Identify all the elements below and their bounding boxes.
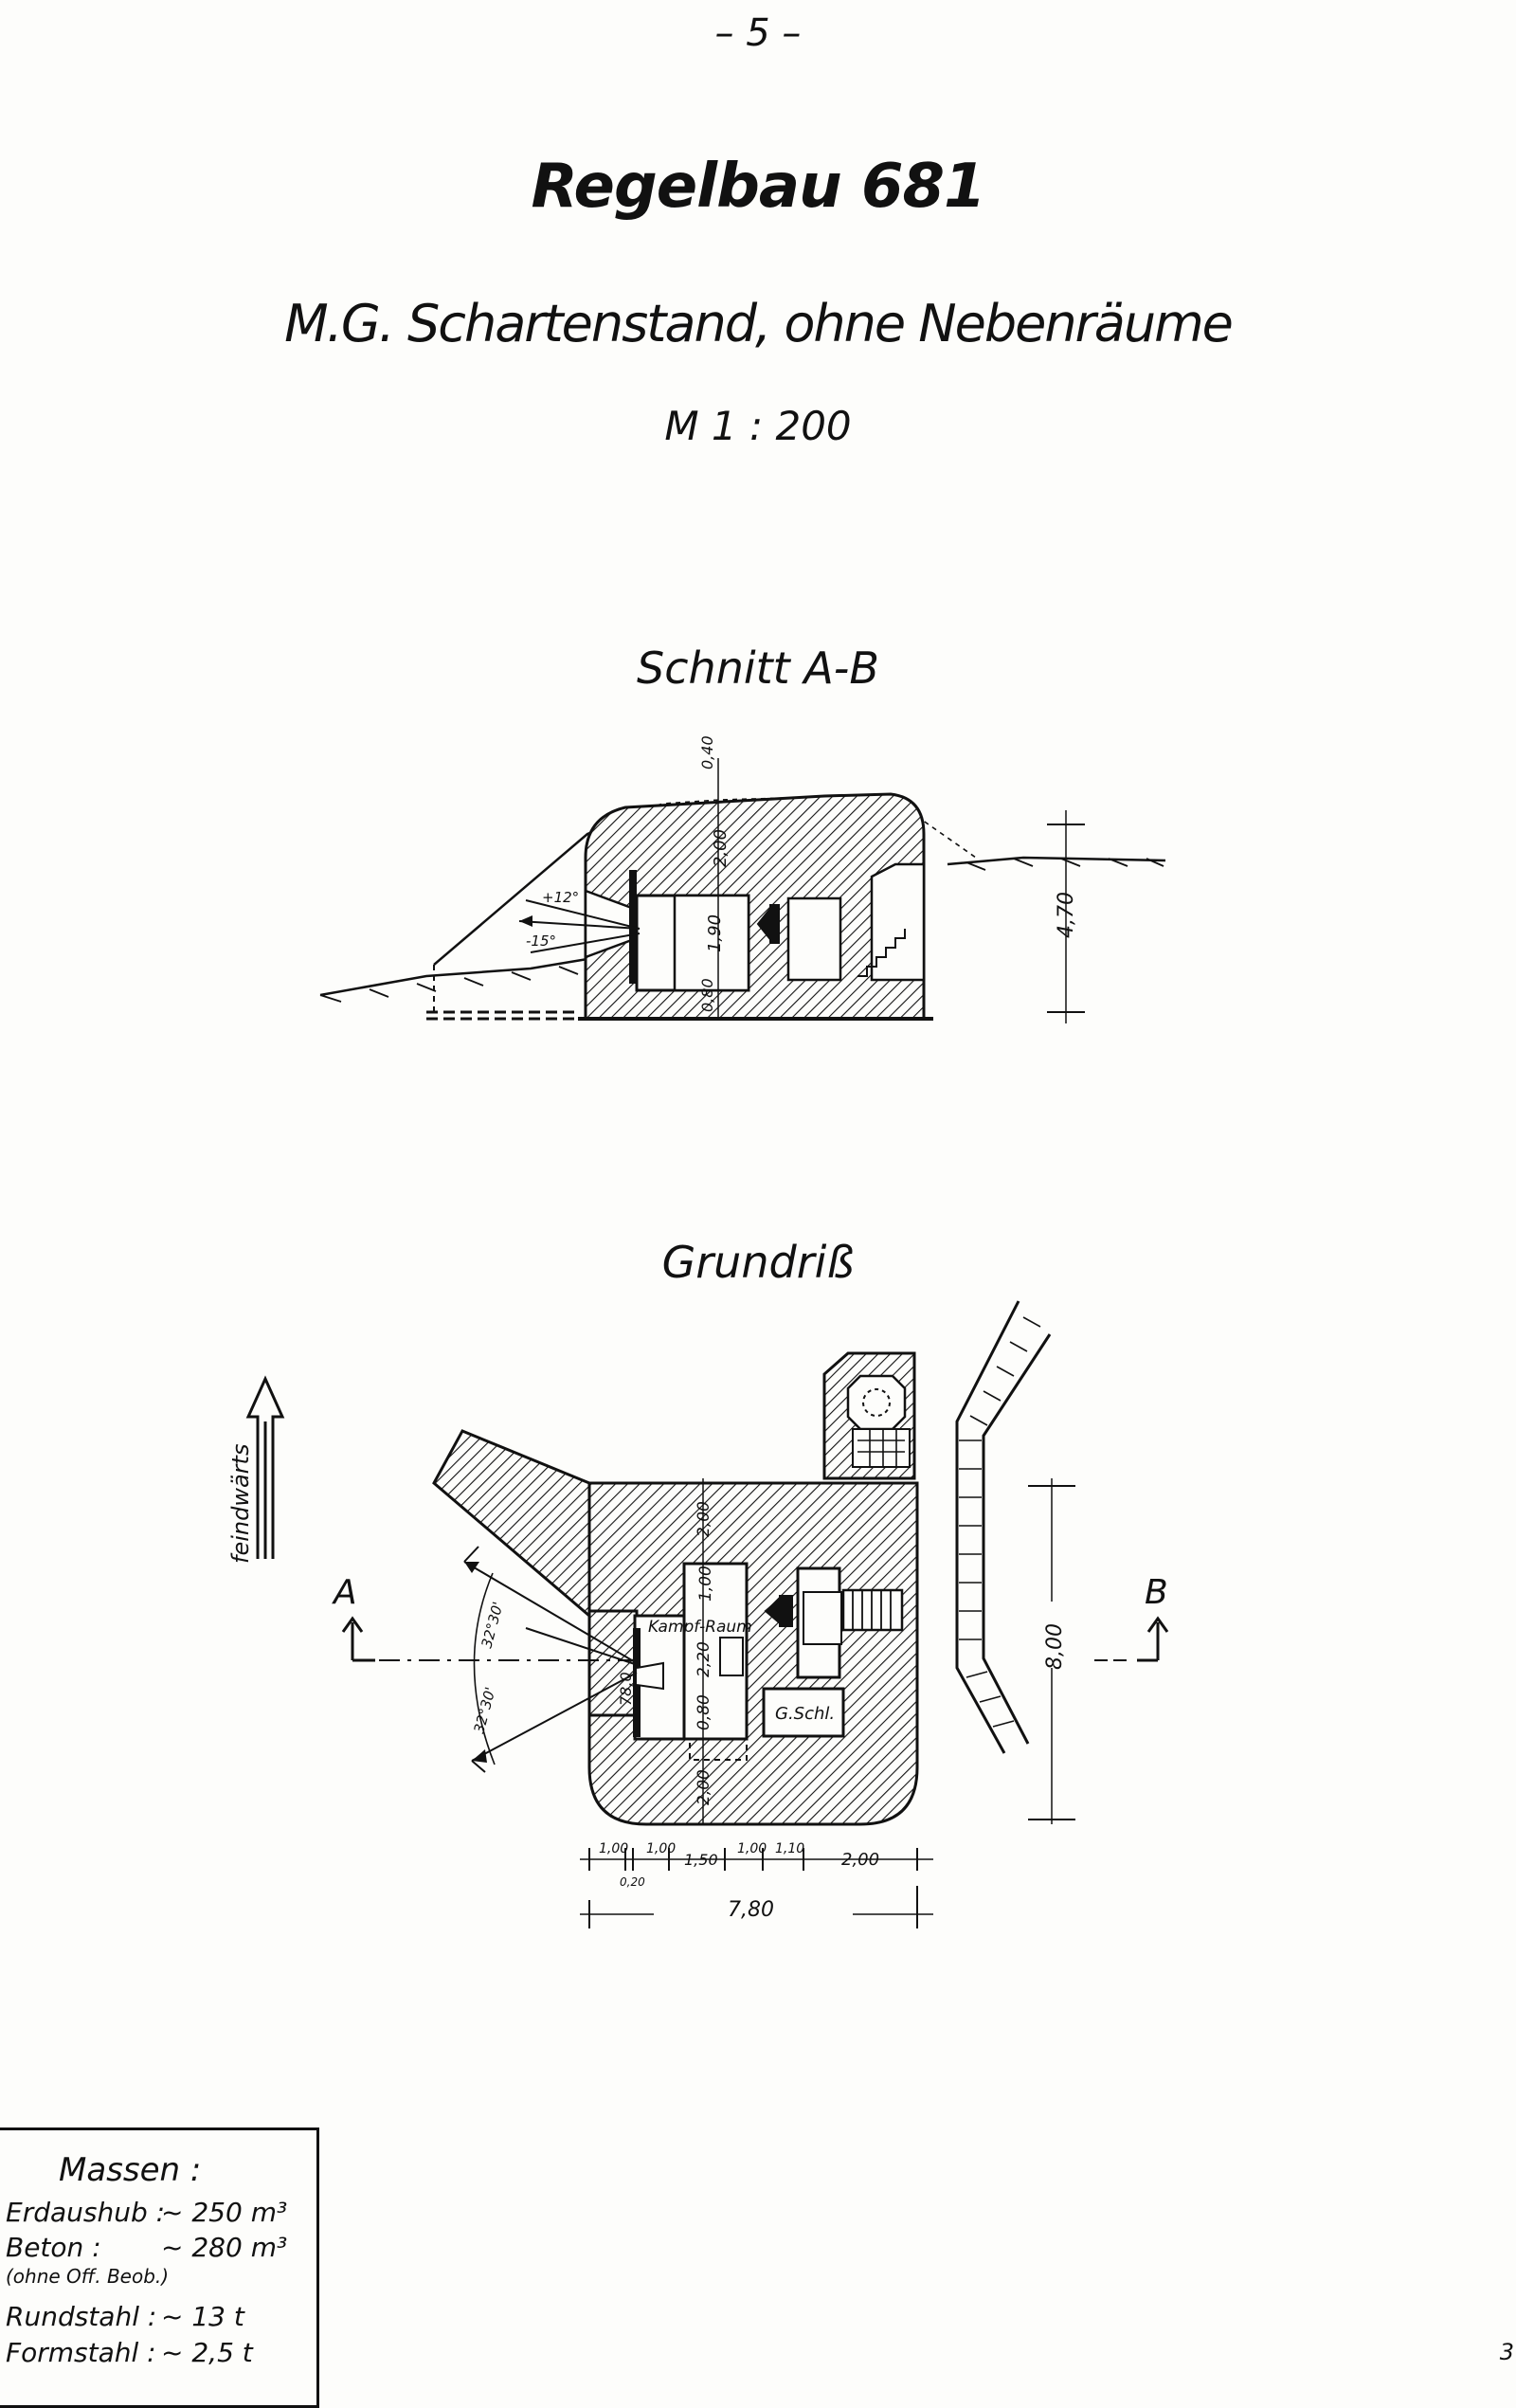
angle-up-label: +12° [542, 889, 579, 906]
masses-label: Erdaushub : [6, 2197, 166, 2228]
wing-wall [432, 1429, 591, 1620]
depth-label: 8,00 [1043, 1623, 1067, 1670]
masses-label: Beton : [6, 2232, 101, 2263]
scale-label: M 1 : 200 [664, 403, 852, 449]
dim-floor-label: 0,80 [698, 978, 716, 1012]
dim-h-5: 1,00 [737, 1841, 767, 1856]
masses-title: Massen : [59, 2151, 202, 2189]
masses-value: ~ 13 t [161, 2301, 244, 2332]
direction-label: feindwärts [227, 1444, 254, 1564]
marker-a-label: A [332, 1573, 357, 1612]
dim-h-4: 1,50 [684, 1851, 718, 1869]
entrance-stair [870, 862, 926, 982]
opening-label: 78,0 [617, 1672, 635, 1706]
masses-value: ~ 250 m³ [161, 2197, 288, 2228]
masses-value: ~ 280 m³ [161, 2232, 288, 2263]
fire-angle-arrows [518, 899, 641, 953]
masses-value: ~ 2,5 t [161, 2337, 253, 2368]
gas-lock-room [762, 1687, 845, 1738]
drawing-subtitle: M.G. Schartenstand, ohne Nebenräume [284, 294, 1234, 353]
combat-room-label: Kampf-Raum [648, 1618, 752, 1637]
marker-b-label: B [1145, 1573, 1168, 1612]
masses-label: Formstahl : [6, 2337, 156, 2368]
gas-lock-void [786, 896, 842, 982]
dim-h-2: 0,20 [620, 1875, 645, 1889]
dim-h-1: 1,00 [599, 1841, 628, 1856]
angle-top-label: 32°30' [478, 1600, 506, 1650]
plan-title: Grundriß [661, 1237, 855, 1288]
dim-h-6: 1,10 [775, 1841, 804, 1856]
dim-h-7: 2,00 [841, 1850, 879, 1870]
dim-v-4: 0,80 [695, 1694, 713, 1730]
height-label: 4,70 [1055, 892, 1078, 938]
ground-line-right [947, 856, 1166, 866]
drawing-title: Regelbau 681 [531, 152, 985, 222]
dim-v-5: 2,00 [695, 1769, 713, 1805]
section-view: +12° -15° 0,40 2,00 1,90 0,80 4,70 [319, 735, 1166, 1023]
plan-view: 78,0 Kampf-Raum G.Schl. feindwärts A B 3… [227, 1300, 1169, 1928]
angle-bottom-label: 32°30' [470, 1685, 498, 1735]
dim-v-2: 1,00 [696, 1566, 715, 1602]
dim-roof-label: 2,00 [711, 829, 731, 867]
angle-down-label: -15° [526, 932, 556, 950]
dim-top-label: 0,40 [698, 735, 716, 769]
marker-b-arrow [1137, 1616, 1169, 1662]
masses-label: Rundstahl : [6, 2301, 157, 2332]
trench [955, 1300, 1052, 1754]
dim-h-3: 1,00 [646, 1841, 676, 1856]
masses-note: (ohne Off. Beob.) [6, 2265, 170, 2288]
corner-mark: 3 [1499, 2339, 1514, 2365]
dim-v-1: 2,00 [695, 1501, 713, 1537]
dim-v-3: 2,20 [695, 1641, 713, 1677]
ground-line-left [319, 957, 588, 997]
marker-a-arrow [341, 1616, 375, 1662]
fire-field-lines [463, 1546, 641, 1773]
dim-room-label: 1,90 [705, 914, 725, 952]
page-number: – 5 – [714, 11, 802, 55]
enemy-direction-arrow [245, 1375, 285, 1559]
gas-lock-label: G.Schl. [775, 1704, 835, 1724]
total-width-label: 7,80 [728, 1898, 774, 1922]
section-title: Schnitt A-B [637, 643, 879, 694]
